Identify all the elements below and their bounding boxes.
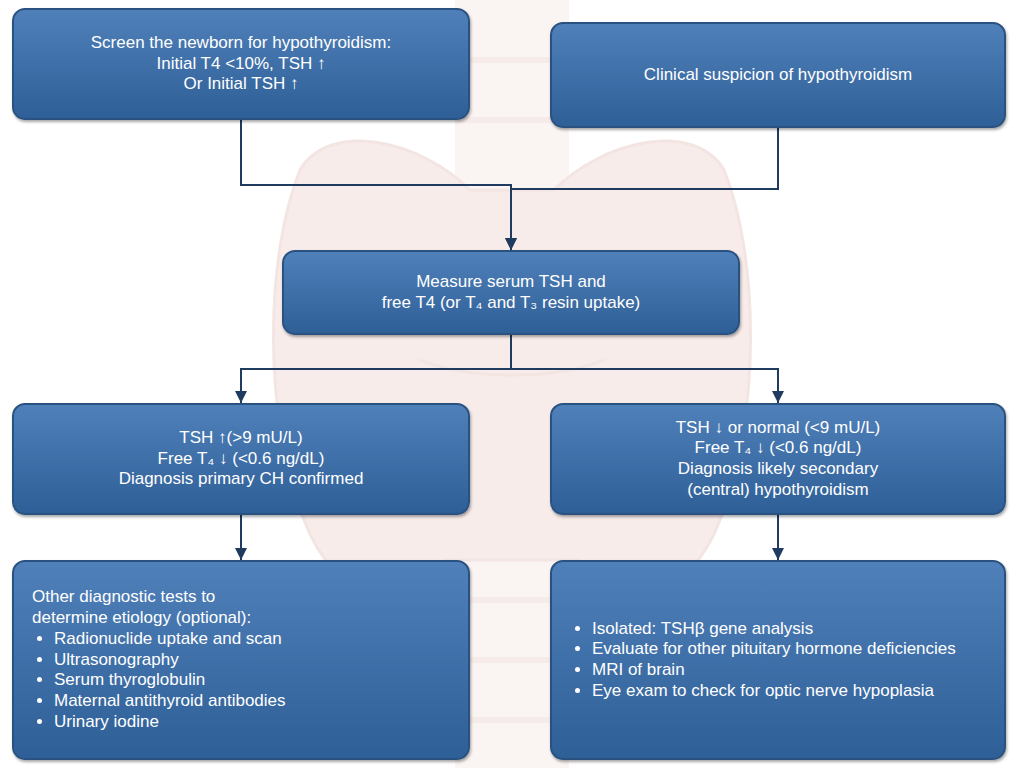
box-text: Screen the newborn for hypothyroidism: (32, 33, 450, 54)
box-text: Clinical suspicion of hypothyroidism (570, 65, 986, 86)
box-text: Or Initial TSH ↑ (32, 74, 450, 95)
box-content: Screen the newborn for hypothyroidism:In… (14, 25, 468, 103)
flow-arrow (511, 335, 778, 403)
screening-box: Screen the newborn for hypothyroidism:In… (12, 8, 470, 120)
box-content: TSH ↓ or normal (<9 mU/L)Free T₄ ↓ (<0.6… (552, 410, 1004, 509)
box-content: Isolated: TSHβ gene analysisEvaluate for… (552, 611, 1004, 710)
flow-arrow (511, 128, 778, 250)
bullet-item: Radionuclide uptake and scan (54, 629, 450, 650)
etiology-tests-box: Other diagnostic tests to determine etio… (12, 560, 470, 760)
box-text: TSH ↓ or normal (<9 mU/L) (658, 418, 898, 439)
box-text: Measure serum TSH and (302, 272, 720, 293)
flow-arrow (240, 515, 242, 560)
box-text: Free T₄ ↓ (<0.6 ng/dL) (32, 449, 450, 470)
bullet-list: Radionuclide uptake and scanUltrasonogra… (32, 629, 450, 733)
measurement-box: Measure serum TSH andfree T4 (or T₄ and … (282, 250, 740, 335)
box-content: TSH ↑(>9 mU/L)Free T₄ ↓ (<0.6 ng/dL)Diag… (14, 420, 468, 498)
box-content: Other diagnostic tests to determine etio… (14, 579, 468, 740)
central-workup-box: Isolated: TSHβ gene analysisEvaluate for… (550, 560, 1006, 760)
box-text: Free T₄ ↓ (<0.6 ng/dL) (658, 438, 898, 459)
bullet-list: Isolated: TSHβ gene analysisEvaluate for… (570, 619, 986, 702)
bullet-item: Maternal antithyroid antibodies (54, 691, 450, 712)
box-text: Diagnosis primary CH confirmed (32, 469, 450, 490)
bullet-item: Serum thyroglobulin (54, 670, 450, 691)
box-text: Initial T4 <10%, TSH ↑ (32, 54, 450, 75)
bullet-item: Eye exam to check for optic nerve hypopl… (592, 681, 986, 702)
bullet-item: Isolated: TSHβ gene analysis (592, 619, 986, 640)
box-text: TSH ↑(>9 mU/L) (32, 428, 450, 449)
primary-box: TSH ↑(>9 mU/L)Free T₄ ↓ (<0.6 ng/dL)Diag… (12, 403, 470, 515)
box-content: Measure serum TSH andfree T4 (or T₄ and … (284, 264, 738, 321)
bullet-item: Urinary iodine (54, 712, 450, 733)
bullet-item: MRI of brain (592, 660, 986, 681)
box-text: Diagnosis likely secondary (central) hyp… (658, 459, 898, 500)
secondary-box: TSH ↓ or normal (<9 mU/L)Free T₄ ↓ (<0.6… (550, 403, 1006, 515)
bullet-item: Evaluate for other pituitary hormone def… (592, 639, 986, 660)
flow-arrow (777, 515, 779, 560)
flow-arrow (241, 335, 511, 403)
box-content: Clinical suspicion of hypothyroidism (552, 57, 1004, 94)
clinical-box: Clinical suspicion of hypothyroidism (550, 22, 1006, 128)
bullet-item: Ultrasonography (54, 650, 450, 671)
flow-arrow (241, 120, 511, 250)
box-text: free T4 (or T₄ and T₃ resin uptake) (302, 293, 720, 314)
box-text: Other diagnostic tests to determine etio… (32, 587, 282, 628)
